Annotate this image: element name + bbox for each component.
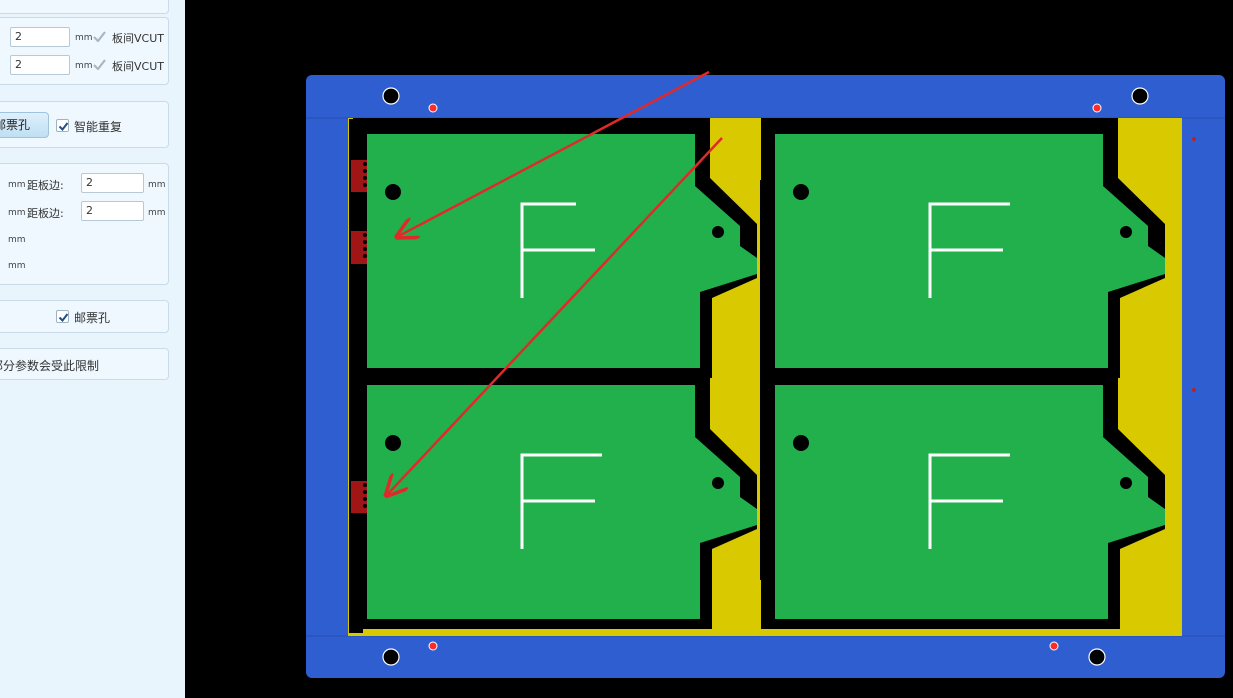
marker-dot — [1192, 137, 1196, 141]
unit-label: mm — [148, 180, 166, 190]
unit-label: mm — [8, 235, 26, 245]
edge-distance-input-2[interactable]: 2 — [81, 201, 144, 221]
unit-label: mm — [8, 261, 26, 271]
smart-repeat-label: 智能重复 — [74, 120, 123, 134]
tooling-hole — [382, 648, 400, 666]
vcut-spacing-input-1[interactable]: 2 — [10, 27, 70, 47]
stamp-hole-checkbox[interactable] — [56, 310, 69, 323]
settings-group-top — [0, 0, 169, 14]
check-icon — [58, 122, 69, 132]
fiducial-marker — [428, 103, 438, 113]
fiducial-marker — [1049, 641, 1059, 651]
edge-distance-label: 距板边: — [27, 179, 64, 192]
left-settings-panel: 2 mm 板间VCUT 2 mm 板间VCUT 邮票孔 智能重复 mm 距板边:… — [0, 0, 185, 698]
vcut-label: 板间VCUT — [112, 60, 164, 73]
note-text: 部分参数会受此限制 — [0, 359, 100, 373]
fiducial-marker — [428, 641, 438, 651]
annotation-arrow — [395, 70, 710, 238]
pcb-unit[interactable] — [353, 118, 757, 378]
tooling-hole — [1131, 87, 1149, 105]
smart-repeat-checkbox[interactable] — [56, 119, 69, 132]
unit-label: mm — [8, 208, 26, 218]
note-group: 部分参数会受此限制 — [0, 348, 169, 380]
unit-label: mm — [148, 208, 166, 218]
fiducial-marker — [1092, 103, 1102, 113]
tooling-hole — [1088, 648, 1106, 666]
check-icon — [58, 313, 69, 323]
stamp-hole-checkbox-label: 邮票孔 — [74, 311, 111, 325]
check-icon[interactable] — [93, 59, 106, 70]
pcb-unit[interactable] — [761, 118, 1165, 378]
edge-distance-input-1[interactable]: 2 — [81, 173, 144, 193]
tooling-hole — [382, 87, 400, 105]
edge-distance-group: mm 距板边: 2 mm mm 距板边: 2 mm mm mm — [0, 163, 169, 285]
stamp-hole-button[interactable]: 邮票孔 — [0, 112, 49, 138]
unit-label: mm — [75, 61, 93, 71]
check-icon[interactable] — [93, 31, 106, 42]
vcut-label: 板间VCUT — [112, 32, 164, 45]
pcb-unit[interactable] — [761, 369, 1165, 629]
vcut-spacing-input-2[interactable]: 2 — [10, 55, 70, 75]
stamp-hole-option-group: 邮票孔 — [0, 300, 169, 333]
unit-label: mm — [8, 180, 26, 190]
stamp-hole-group: 邮票孔 智能重复 — [0, 101, 169, 148]
pcb-unit[interactable] — [353, 369, 757, 629]
edge-distance-label: 距板边: — [27, 207, 64, 220]
vcut-settings-group: 2 mm 板间VCUT 2 mm 板间VCUT — [0, 17, 169, 85]
unit-label: mm — [75, 33, 93, 43]
annotation-arrow — [385, 137, 723, 497]
stamp-hole-group — [351, 160, 367, 513]
marker-dot — [1192, 388, 1196, 392]
